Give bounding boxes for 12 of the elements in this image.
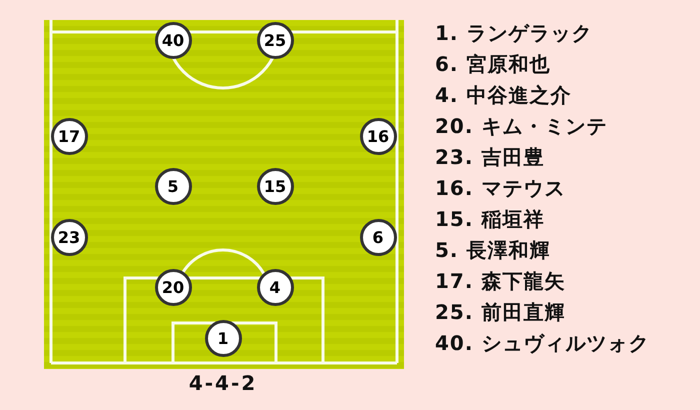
roster-entry: 6. 宮原和也	[435, 52, 550, 76]
roster-entry: 1. ランゲラック	[435, 21, 592, 45]
roster-entry: 15. 稲垣祥	[435, 207, 544, 231]
formation-caption: 4-4-2	[188, 371, 258, 395]
roster-entry: 20. キム・ミンテ	[435, 114, 608, 138]
roster-entry: 40. シュヴィルツォク	[435, 331, 650, 355]
roster-entry: 25. 前田直輝	[435, 300, 566, 324]
roster-entry: 17. 森下龍矢	[435, 269, 566, 293]
roster-entry: 5. 長澤和輝	[435, 238, 550, 262]
roster-entry: 4. 中谷進之介	[435, 83, 572, 107]
roster-entry: 23. 吉田豊	[435, 145, 544, 169]
roster-entry: 16. マテウス	[435, 176, 566, 200]
